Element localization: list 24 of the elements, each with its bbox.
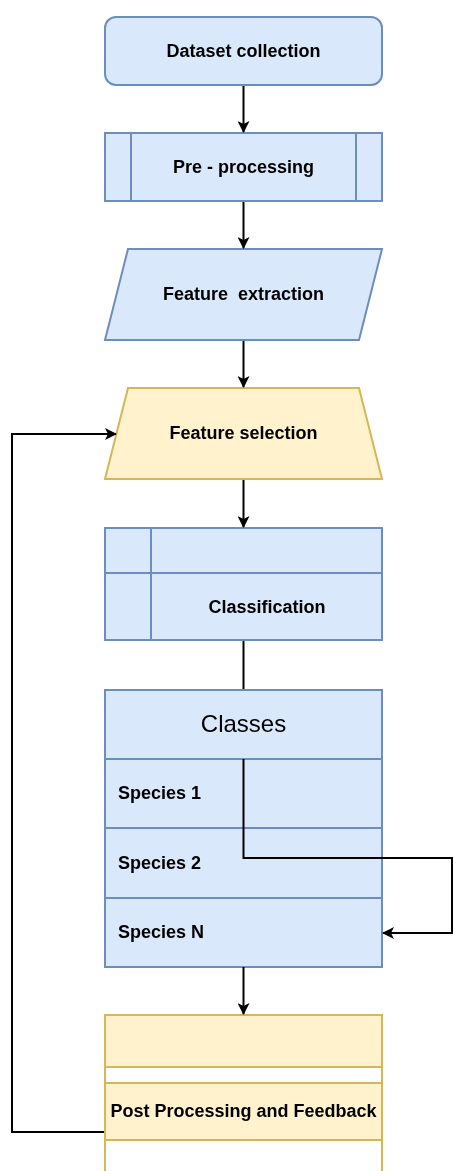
list-header: Classes: [199, 709, 288, 739]
step-label: Species 1: [118, 782, 203, 805]
step-label: Classification: [207, 595, 327, 619]
arrow: [237, 479, 250, 528]
arrow: [242, 758, 453, 939]
process-box: [104, 16, 383, 86]
arrow: [237, 85, 250, 133]
arrow: [11, 428, 117, 1133]
arrow: [237, 966, 250, 1015]
step-label: Post Processing and Feedback: [109, 1100, 378, 1123]
arrow: [237, 340, 250, 388]
list-container: [104, 689, 383, 967]
internal-storage-box: [104, 527, 383, 641]
trapezoid-box: [104, 387, 383, 480]
step-label: Species N: [118, 921, 206, 944]
step-label: Species 2: [118, 851, 203, 875]
data-parallelogram: [104, 248, 383, 341]
step-label: Feature extraction: [161, 283, 326, 306]
stacked-band-box: [104, 1014, 383, 1171]
step-label: Feature selection: [168, 422, 319, 445]
arrow: [237, 201, 250, 249]
predefined-process-box: [104, 132, 383, 202]
step-label: Dataset collection: [165, 39, 322, 63]
step-label: Pre - processing: [171, 155, 315, 179]
